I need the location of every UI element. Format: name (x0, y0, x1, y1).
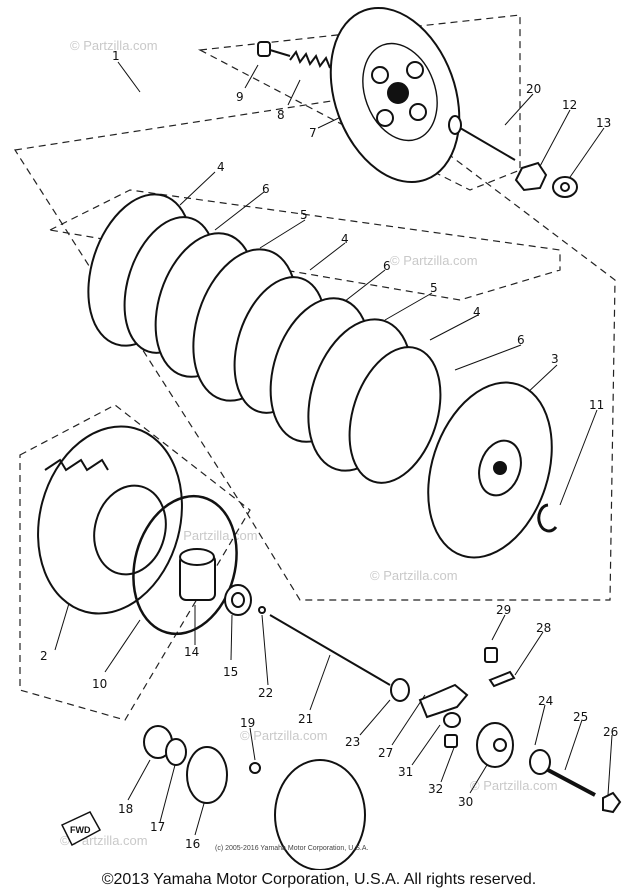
watermark: © Partzilla.com (170, 528, 258, 543)
push-rod-long (269, 614, 391, 686)
callout-15: 15 (223, 665, 238, 679)
washer-13 (552, 176, 578, 198)
clutch-pack-outline (13, 94, 616, 601)
callout-24: 24 (538, 694, 553, 708)
plate-stack-outline (48, 189, 561, 301)
callout-3: 3 (551, 352, 559, 366)
clutch-boss (427, 381, 553, 559)
callout-28: 28 (536, 621, 551, 635)
callout-25: 25 (573, 710, 588, 724)
kick-parts (476, 722, 622, 814)
callout-5b: 5 (430, 281, 438, 295)
callout-11: 11 (589, 398, 604, 412)
callout-2: 2 (40, 649, 48, 663)
callout-29: 29 (496, 603, 511, 617)
fwd-label: FWD (70, 825, 91, 835)
leader-lines (54, 61, 613, 836)
callout-4a: 4 (217, 160, 225, 174)
callout-5a: 5 (300, 208, 308, 222)
callout-20: 20 (526, 82, 541, 96)
spacer (179, 548, 216, 601)
callout-21: 21 (298, 712, 313, 726)
clutch-spring (289, 49, 331, 69)
watermark: © Partzilla.com (240, 728, 328, 743)
push-rod-short (448, 115, 516, 161)
callout-32: 32 (428, 782, 443, 796)
circlip (537, 503, 558, 533)
callout-18: 18 (118, 802, 133, 816)
thrust-washer (224, 584, 252, 616)
callout-4c: 4 (473, 305, 481, 319)
watermark: © Partzilla.com (390, 253, 478, 268)
callout-7: 7 (309, 126, 317, 140)
ball (258, 606, 266, 614)
small-bolts (443, 647, 516, 748)
o-ring (132, 494, 238, 636)
push-lever (418, 683, 469, 719)
clutch-spring-screw (257, 41, 291, 57)
callout-30: 30 (458, 795, 473, 809)
primary-driven-gear (37, 425, 183, 615)
callout-10: 10 (92, 677, 107, 691)
footer-copyright: ©2013 Yamaha Motor Corporation, U.S.A. A… (101, 871, 537, 888)
callout-6c: 6 (517, 333, 525, 347)
callout-9: 9 (236, 90, 244, 104)
callout-6b: 6 (383, 259, 391, 273)
watermarks: © Partzilla.com © Partzilla.com © Partzi… (60, 38, 558, 848)
plate-stack (87, 193, 442, 484)
kick-gear-group (143, 725, 366, 870)
fwd-marker: FWD (60, 811, 102, 847)
clutch-exploded-diagram: © Partzilla.com © Partzilla.com © Partzi… (13, 6, 622, 870)
diagram-copyright: (c) 2005-2016 Yamaha Motor Corporation, … (215, 845, 368, 852)
callout-6a: 6 (262, 182, 270, 196)
callout-27: 27 (378, 746, 393, 760)
callout-26: 26 (603, 725, 618, 739)
callout-22: 22 (258, 686, 273, 700)
callout-31: 31 (398, 765, 413, 779)
callout-17: 17 (150, 820, 165, 834)
oil-seal (390, 678, 410, 702)
callout-23: 23 (345, 735, 360, 749)
callout-14: 14 (184, 645, 199, 659)
callout-16: 16 (185, 837, 200, 851)
primary-driven-outline (19, 404, 251, 721)
callout-13: 13 (596, 116, 611, 130)
callout-labels: 1 2 3 4 4 4 5 5 6 6 6 7 8 9 10 11 12 13 … (40, 49, 618, 851)
callout-8: 8 (277, 108, 285, 122)
callout-19: 19 (240, 716, 255, 730)
pressure-plate (329, 6, 461, 184)
watermark: © Partzilla.com (70, 38, 158, 53)
callout-12: 12 (562, 98, 577, 112)
callout-4b: 4 (341, 232, 349, 246)
watermark: © Partzilla.com (370, 568, 458, 583)
watermark: © Partzilla.com (470, 778, 558, 793)
locknut (514, 161, 548, 192)
callout-1: 1 (112, 49, 120, 63)
